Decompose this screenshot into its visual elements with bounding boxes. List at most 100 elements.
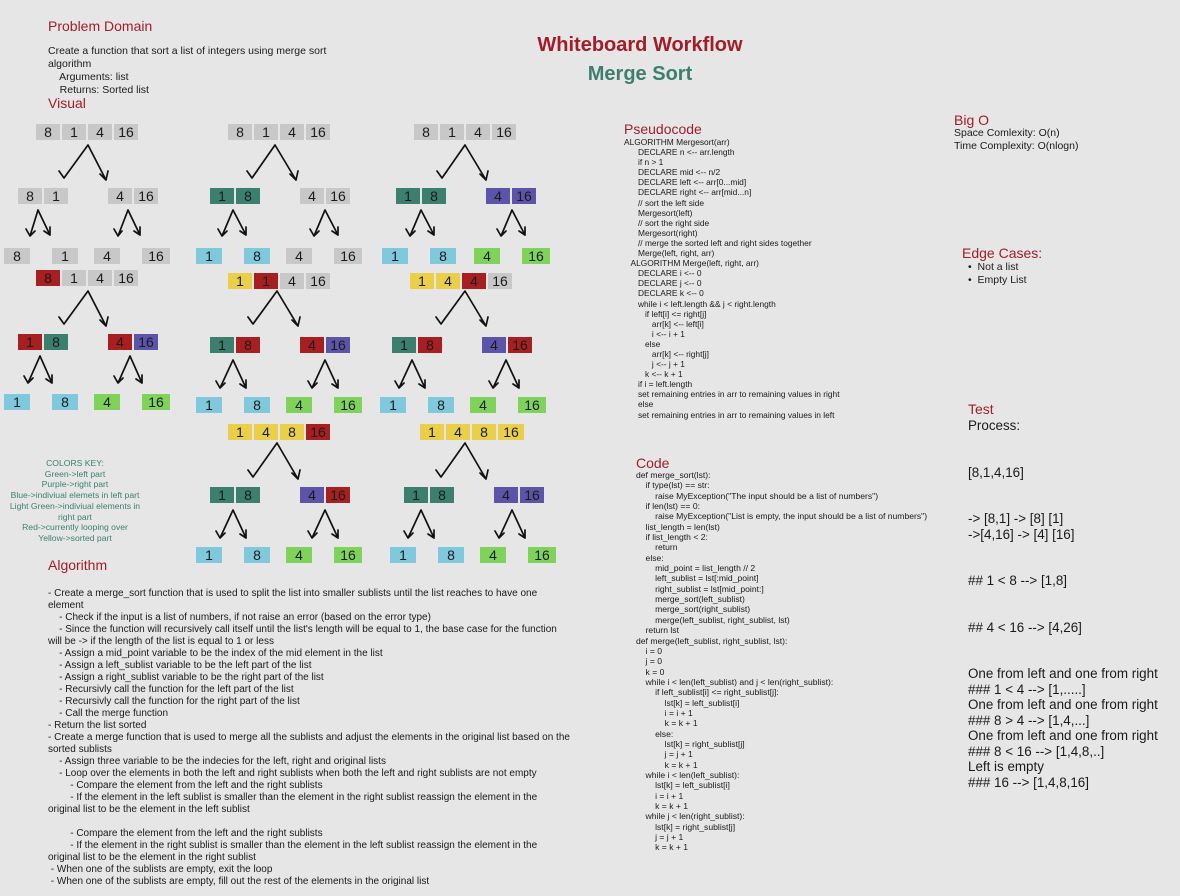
test-line: One from left and one from right — [968, 666, 1158, 681]
test-line: ## 1 < 8 --> [1,8] — [968, 573, 1068, 588]
node-value: 8 — [428, 397, 454, 413]
algorithm-line: - Create a merge_sort function that is u… — [48, 588, 538, 599]
code-line: merge_sort(left_sublist) — [636, 594, 745, 605]
code-line: i = i + 1 — [636, 707, 693, 718]
code-line: while j < len(right_sublist): — [636, 811, 745, 822]
node-value: 4 — [88, 124, 112, 140]
test-line: One from left and one from right — [968, 728, 1158, 743]
node-value: 4 — [466, 124, 490, 140]
node-value: 16 — [518, 397, 546, 413]
node-value: 4 — [300, 188, 324, 204]
code-line: lst[k] = left_sublist[i] — [636, 697, 740, 708]
node-value: 1 — [396, 188, 420, 204]
algorithm-line: - When one of the sublists are empty, fi… — [48, 876, 430, 887]
code-line: def merge(left_sublist, right_sublist, l… — [636, 635, 788, 646]
node-value: 1 — [196, 248, 222, 264]
node-value: 4 — [286, 397, 312, 413]
pseudocode-line: ALGORITHM Merge(left, right, arr) — [624, 258, 759, 269]
big-o-text: Space Comlexity: O(n) Time Complexity: O… — [954, 127, 1078, 153]
code-line: mid_point = list_length // 2 — [636, 563, 756, 574]
edge-cases-heading: Edge Cases: — [962, 245, 1043, 261]
pseudocode-line: DECLARE j <-- 0 — [624, 278, 702, 289]
node-value: 16 — [306, 124, 330, 140]
test-line: ->[4,16] -> [4] [16] — [968, 526, 1075, 542]
node-value: 16 — [508, 337, 532, 353]
node-value: 16 — [492, 124, 516, 140]
code-line: j = j + 1 — [636, 749, 693, 760]
node-value: 1 — [440, 124, 464, 140]
pseudocode-line: else — [624, 399, 654, 410]
pseudocode-line: if i = left.length — [624, 379, 693, 390]
node-value: 8 — [430, 487, 454, 503]
code-line: if left_sublist[i] <= right_sublist[j]: — [636, 687, 779, 698]
node-value: 1 — [44, 188, 68, 204]
node-value: 1 — [210, 188, 234, 204]
pseudocode-line: // merge the sorted left and right sides… — [624, 237, 812, 248]
problem-line: Create a function that sort a list of in… — [48, 45, 327, 57]
node-value: 1 — [392, 337, 416, 353]
colors-key-line: COLORS KEY: — [46, 458, 104, 468]
node-value: 4 — [286, 248, 312, 264]
node-value: 8 — [430, 248, 456, 264]
node-value: 4 — [286, 547, 312, 563]
pseudocode-line: while i < left.length && j < right.lengt… — [624, 298, 776, 309]
code-line: j = 0 — [636, 656, 663, 667]
test-line: Process: — [968, 418, 1021, 433]
edge-case-item: • Not a list — [968, 261, 1019, 273]
node-value: 16 — [488, 273, 512, 289]
node-value: 16 — [326, 487, 350, 503]
node-value: 8 — [44, 334, 68, 350]
pseudocode-line: Mergesort(right) — [624, 227, 698, 238]
algorithm-heading: Algorithm — [48, 557, 108, 573]
pseudocode-line: if left[i] <= right[j] — [624, 308, 707, 319]
algorithm-text: - Create a merge_sort function that is u… — [48, 588, 608, 888]
node-value: 16 — [326, 337, 350, 353]
pseudocode-line: DECLARE i <-- 0 — [624, 268, 702, 279]
node-value: 1 — [390, 547, 416, 563]
test-line: ​ — [968, 542, 1178, 558]
algorithm-line: - Return the list sorted — [48, 720, 147, 731]
pseudocode-line: DECLARE right <-- arr[mid...n] — [624, 187, 752, 198]
node-value: 4 — [470, 397, 496, 413]
test-line: ### 1 < 4 --> [1,.....] — [968, 681, 1086, 697]
node-value: 1 — [210, 337, 234, 353]
node-value: 8 — [414, 124, 438, 140]
node-value: 16 — [134, 188, 158, 204]
pseudocode-text: ALGORITHM Mergesort(arr) DECLARE n <-- a… — [624, 137, 924, 420]
node-value: 4 — [94, 394, 120, 410]
node-value: 16 — [306, 424, 330, 440]
node-value: 16 — [522, 248, 550, 264]
test-line: ### 8 > 4 --> [1,4,...] — [968, 712, 1090, 728]
node-value: 8 — [236, 188, 260, 204]
node-value: 8 — [18, 188, 42, 204]
test-line: Left is empty — [968, 759, 1044, 774]
code-line: else: — [636, 552, 664, 563]
pseudocode-line: set remaining entries in arr to remainin… — [624, 389, 840, 400]
test-line: ​ — [968, 558, 1178, 574]
node-value: 8 — [228, 124, 252, 140]
problem-domain-heading: Problem Domain — [48, 18, 153, 34]
code-line: i = i + 1 — [636, 790, 684, 801]
node-value: 4 — [436, 273, 460, 289]
code-line: k = k + 1 — [636, 842, 689, 853]
node-value: 4 — [280, 273, 304, 289]
node-value: 1 — [254, 273, 278, 289]
pseudocode-line: // sort the left side — [624, 197, 705, 208]
pseudocode-line: DECLARE k <-- 0 — [624, 288, 704, 299]
code-line: return — [636, 542, 678, 553]
node-value: 8 — [52, 394, 78, 410]
test-heading: Test — [968, 401, 994, 417]
node-value: 8 — [244, 547, 270, 563]
algorithm-line: - Recursivly call the function for the l… — [48, 684, 294, 695]
node-value: 4 — [474, 248, 500, 264]
node-value: 16 — [142, 248, 170, 264]
code-line: k = 0 — [636, 666, 665, 677]
algorithm-line: ​ — [48, 816, 608, 828]
test-line: ​ — [968, 449, 1178, 465]
node-value: 4 — [280, 124, 304, 140]
pseudocode-line: if n > 1 — [624, 157, 664, 168]
algorithm-line: - When one of the sublists are empty, ex… — [48, 864, 273, 875]
algorithm-line: - Assign a mid_point variable to be the … — [48, 648, 383, 659]
node-value: 16 — [334, 397, 362, 413]
pseudocode-line: DECLARE left <-- arr[0...mid] — [624, 177, 747, 188]
